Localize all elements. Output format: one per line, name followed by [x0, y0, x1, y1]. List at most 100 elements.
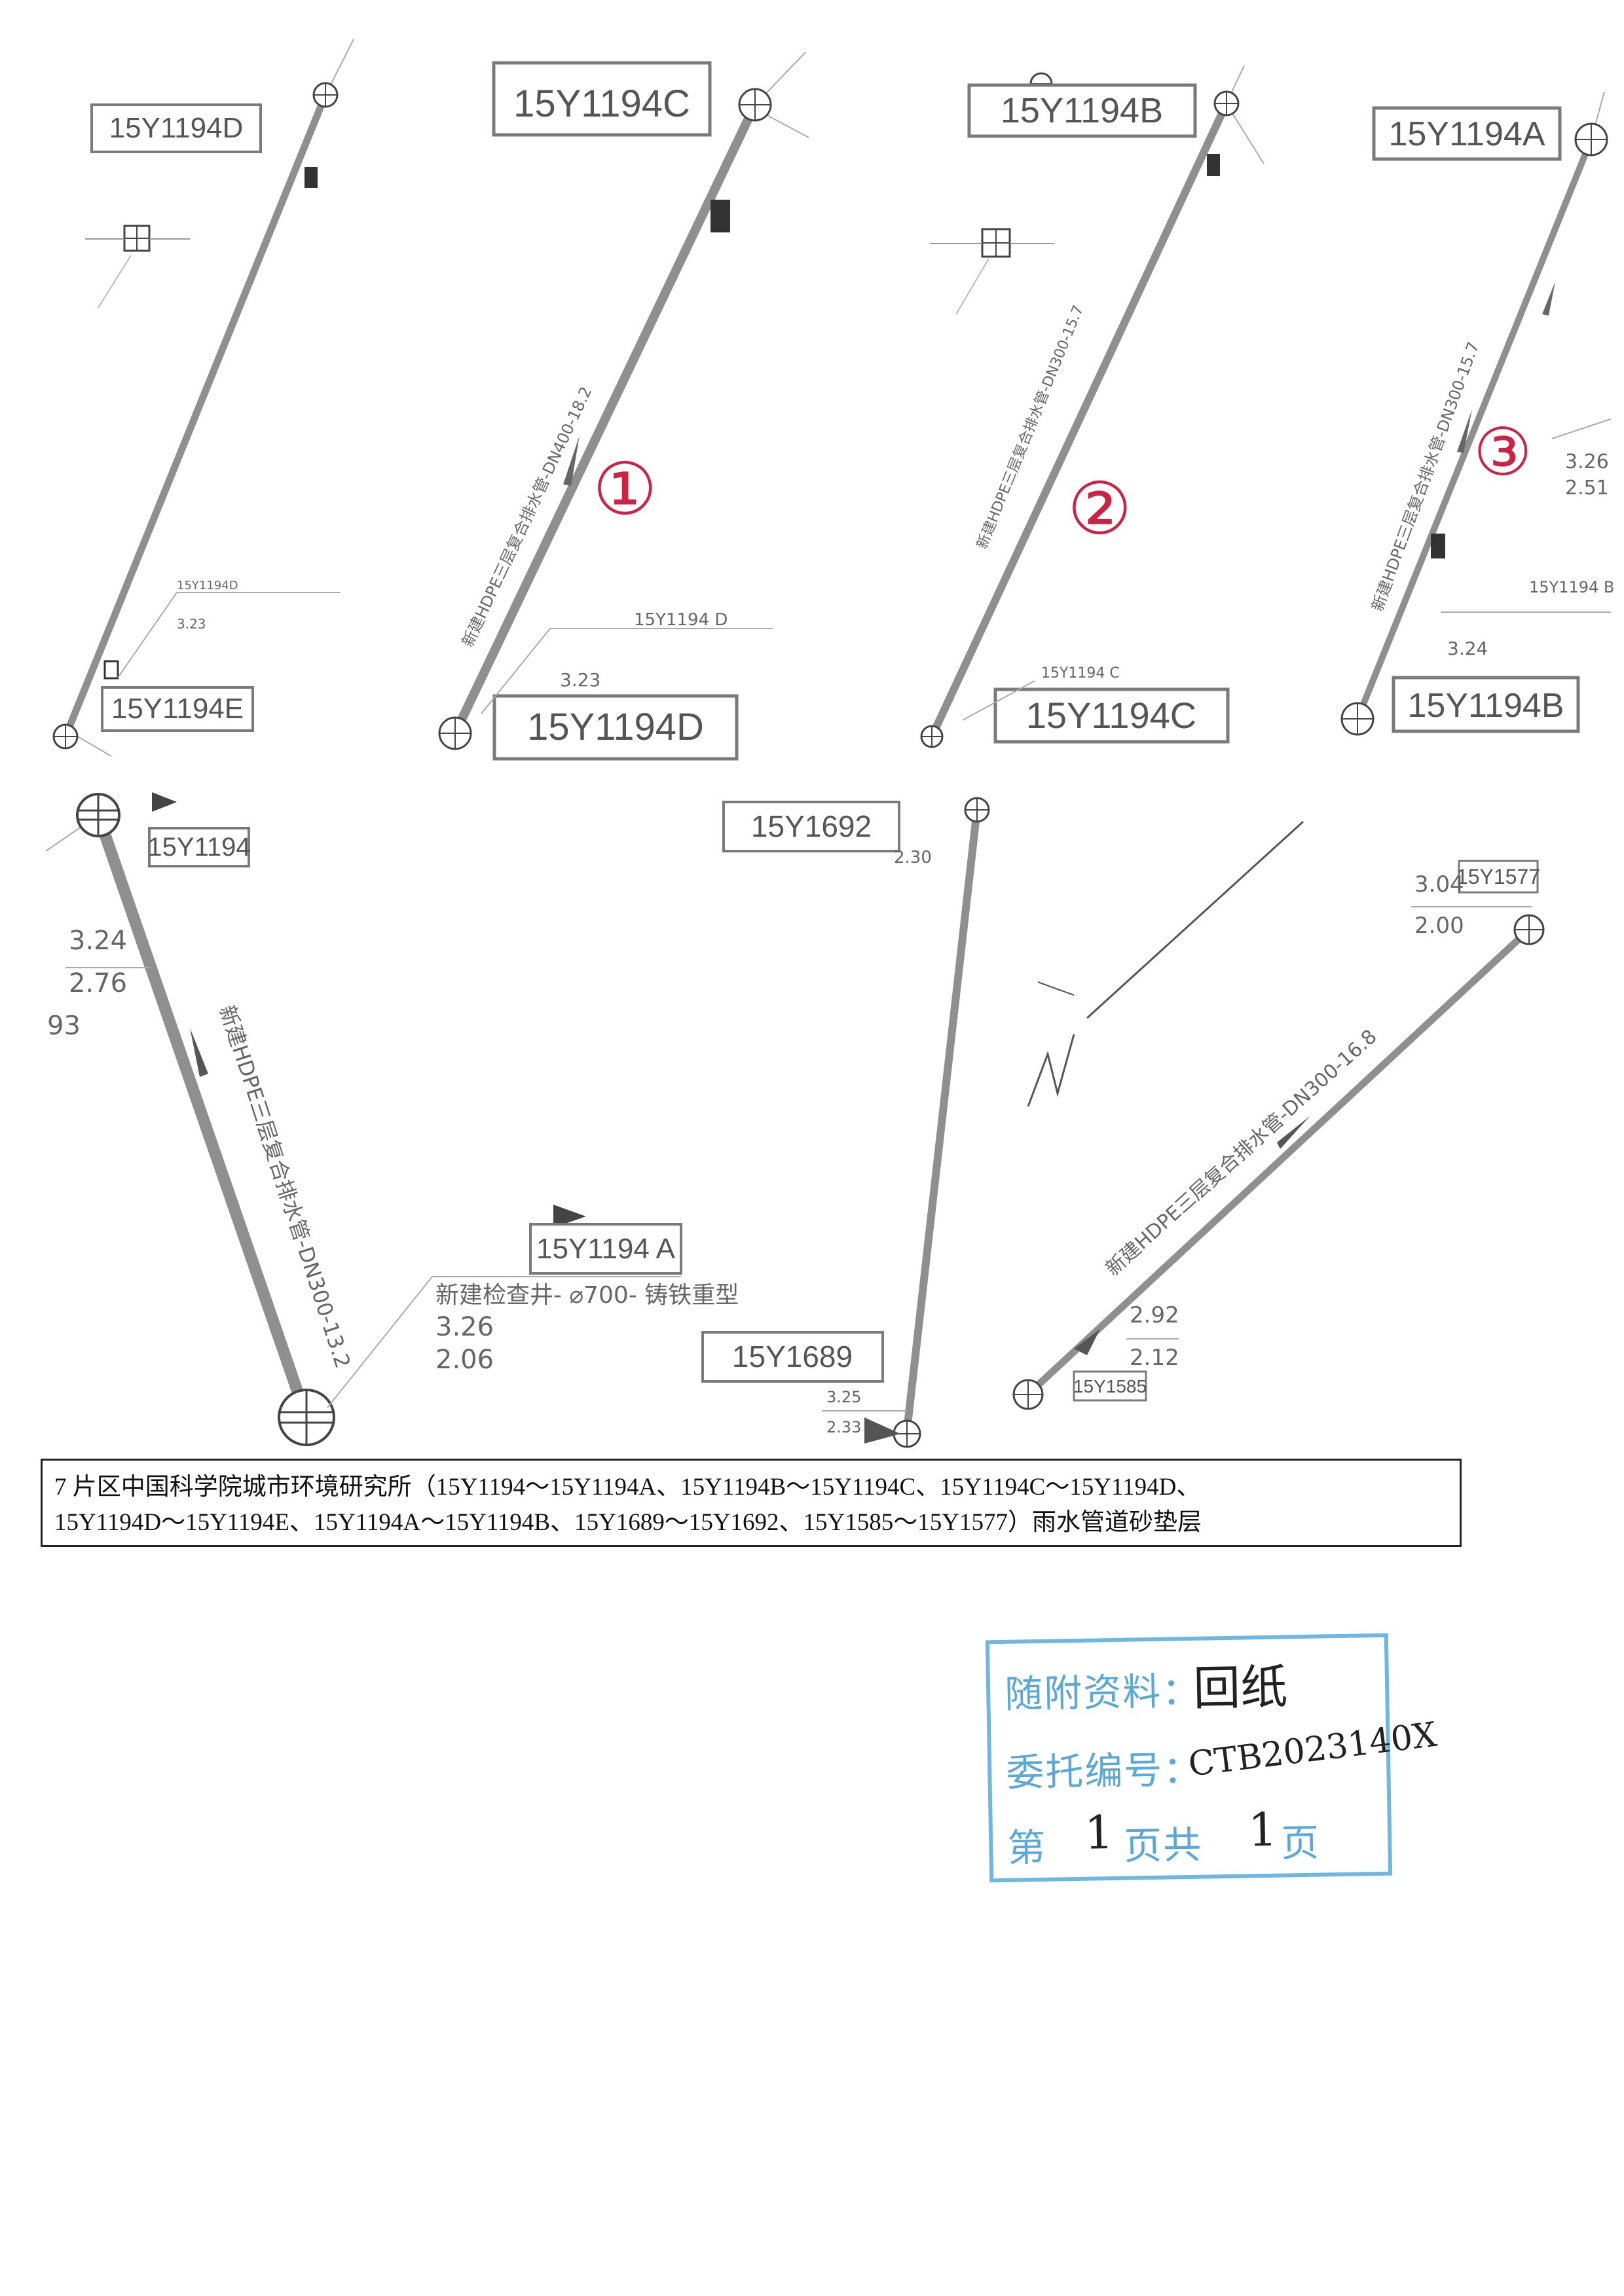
- flag-symbol: [553, 1205, 586, 1228]
- catch-basin-group: [85, 225, 190, 308]
- tag-box: [148, 827, 250, 867]
- leader-line: [327, 1276, 433, 1408]
- pipe-segment: [928, 100, 1230, 740]
- inlet-symbol: [304, 167, 318, 188]
- leader-line: [1230, 111, 1264, 164]
- inspection-stamp: 随附资料： 回纸 委托编号： CTB2023140X 第 1 页共 1 页: [985, 1633, 1439, 1883]
- tag-box: [967, 83, 1197, 138]
- elevation-label: 2.51: [1565, 477, 1609, 500]
- tag-box: [1073, 1370, 1147, 1402]
- caption-line-2: 15Y1194D～15Y1194E、15Y1194A～15Y1194B、15Y1…: [54, 1509, 1202, 1536]
- elevation-label: 3.24: [69, 926, 127, 956]
- panel-3: 15Y1194B 15Y1194C 新建HDPE三层复合排水管-DN300-15…: [920, 65, 1264, 748]
- tag-15y1194c: 15Y1194C: [513, 82, 690, 125]
- inlet-symbol: [710, 200, 730, 232]
- handwritten-mark-1: ①: [593, 447, 657, 531]
- pipe-segment: [92, 809, 312, 1423]
- elevation-label: 3.23: [560, 669, 600, 691]
- tag-15y1585: 15Y1585: [1073, 1376, 1147, 1396]
- flag-symbol: [152, 792, 177, 812]
- tag-box: [1372, 106, 1562, 161]
- elevation-label: 2.12: [1130, 1345, 1179, 1371]
- elevation-label: 3.23: [177, 616, 206, 632]
- tag-15y1194d: 15Y1194D: [109, 112, 244, 144]
- annotation-label: 15Y1194 C: [1041, 665, 1120, 682]
- leader-line: [1037, 981, 1075, 996]
- tag-box: [701, 1331, 884, 1383]
- inlet-symbol: [103, 660, 119, 680]
- leader-line: [481, 628, 551, 714]
- drawing-caption: 7 片区中国科学院城市环境研究所（15Y1194～15Y1194A、15Y119…: [41, 1459, 1462, 1547]
- tag-box: [101, 686, 254, 732]
- leader-line: [117, 592, 177, 678]
- panel-4: 15Y1194A 15Y1194B 新建HDPE三层复合排水管-DN300-15…: [1340, 91, 1614, 736]
- leader-line: [71, 733, 112, 757]
- tag-15y1194c-bottom: 15Y1194C: [1026, 695, 1197, 736]
- stamp-attachment-handwriting: 回纸: [1192, 1659, 1288, 1716]
- stamp-page-prefix: 第: [1006, 1825, 1047, 1870]
- inlet-symbol: [1431, 534, 1445, 558]
- stamp-commission-label: 委托编号：: [1005, 1747, 1203, 1795]
- flow-arrow: [1277, 1116, 1310, 1149]
- panel-6: 15Y1692 15Y1689 2.30 3.25 2.33: [701, 797, 1304, 1448]
- tag-box: [492, 61, 712, 137]
- north-arrow-sketch: [1027, 1034, 1075, 1107]
- tag-box: [1392, 676, 1580, 733]
- pipe-label: 新建HDPE三层复合排水管-DN400-18.2: [458, 384, 595, 649]
- tag-box: [1458, 860, 1539, 894]
- elevation-label: 3.24: [1447, 638, 1488, 659]
- tag-15y1689: 15Y1689: [732, 1339, 853, 1374]
- elevation-label: 2.00: [1414, 913, 1464, 939]
- flow-arrow: [1457, 409, 1472, 453]
- tag-15y1194: 15Y1194: [147, 833, 250, 862]
- flow-arrow: [1542, 282, 1555, 316]
- leader-line: [1551, 418, 1612, 439]
- elevation-label: 2.76: [69, 968, 127, 998]
- caption-line-1: 7 片区中国科学院城市环境研究所（15Y1194～15Y1194A、15Y119…: [54, 1474, 1201, 1501]
- stamp-page-suffix: 页: [1280, 1820, 1321, 1866]
- elevation-label: 3.26: [435, 1312, 494, 1342]
- tag-15y1194d-bottom: 15Y1194D: [527, 706, 704, 748]
- elevation-label: 3.26: [1565, 450, 1609, 473]
- pipe-segment: [1027, 926, 1533, 1395]
- pipe-segment: [903, 806, 981, 1434]
- tag-box: [90, 103, 262, 153]
- well-description: 新建检查井- ⌀700- 铸铁重型: [435, 1282, 739, 1309]
- elevation-label: 3.04: [1414, 871, 1464, 898]
- pipe-segment: [451, 100, 760, 738]
- pipe-label: 新建HDPE三层复合排水管-DN300-13.2: [214, 1002, 355, 1372]
- stamp-page-total: 1: [1247, 1802, 1278, 1857]
- elevation-label: 2.30: [894, 848, 932, 867]
- flow-arrow: [190, 1028, 208, 1077]
- pipe-segment: [1354, 136, 1595, 722]
- panel-5: 15Y1194 15Y1194 A 新建HDPE三层复合排水管-DN300-13…: [45, 792, 739, 1446]
- stamp-page-number: 1: [1084, 1806, 1115, 1860]
- pipe-label: 新建HDPE三层复合排水管-DN300-15.7: [1368, 340, 1483, 614]
- elevation-label: 2.33: [826, 1418, 861, 1436]
- flow-arrow: [563, 435, 580, 486]
- tag-15y1194a: 15Y1194A: [1388, 115, 1545, 153]
- tag-15y1194a-bottom: 15Y1194 A: [536, 1233, 676, 1265]
- panel-7: 15Y1577 15Y1585 新建HDPE三层复合排水管-DN300-16.8…: [1012, 860, 1545, 1410]
- leader-line: [962, 680, 1035, 721]
- elevation-label: 2.06: [435, 1345, 494, 1375]
- annotation-label: 15Y1194D: [177, 579, 238, 592]
- stamp-page-middle: 页共: [1123, 1822, 1203, 1868]
- tag-box: [722, 801, 900, 852]
- panel-1: 15Y1194D 15Y1194E 15Y1194D 3.23: [52, 39, 354, 757]
- leader-line: [759, 111, 809, 138]
- handwritten-mark-2: ②: [1067, 467, 1132, 551]
- handwritten-mark-3: ③: [1473, 414, 1532, 490]
- elevation-label: 93: [47, 1011, 81, 1041]
- flag-symbol: [864, 1417, 900, 1444]
- flag-symbol: [1074, 1329, 1100, 1355]
- catch-basin-group: [930, 228, 1054, 315]
- elevation-label: 3.25: [826, 1388, 861, 1406]
- pipe-segment: [62, 91, 329, 740]
- annotation-label: 15Y1194 D: [634, 610, 728, 630]
- inlet-symbol: [1207, 154, 1220, 176]
- tag-15y1692: 15Y1692: [751, 809, 872, 843]
- tag-15y1194b-bottom: 15Y1194B: [1407, 687, 1564, 725]
- elevation-label: 2.92: [1130, 1302, 1179, 1328]
